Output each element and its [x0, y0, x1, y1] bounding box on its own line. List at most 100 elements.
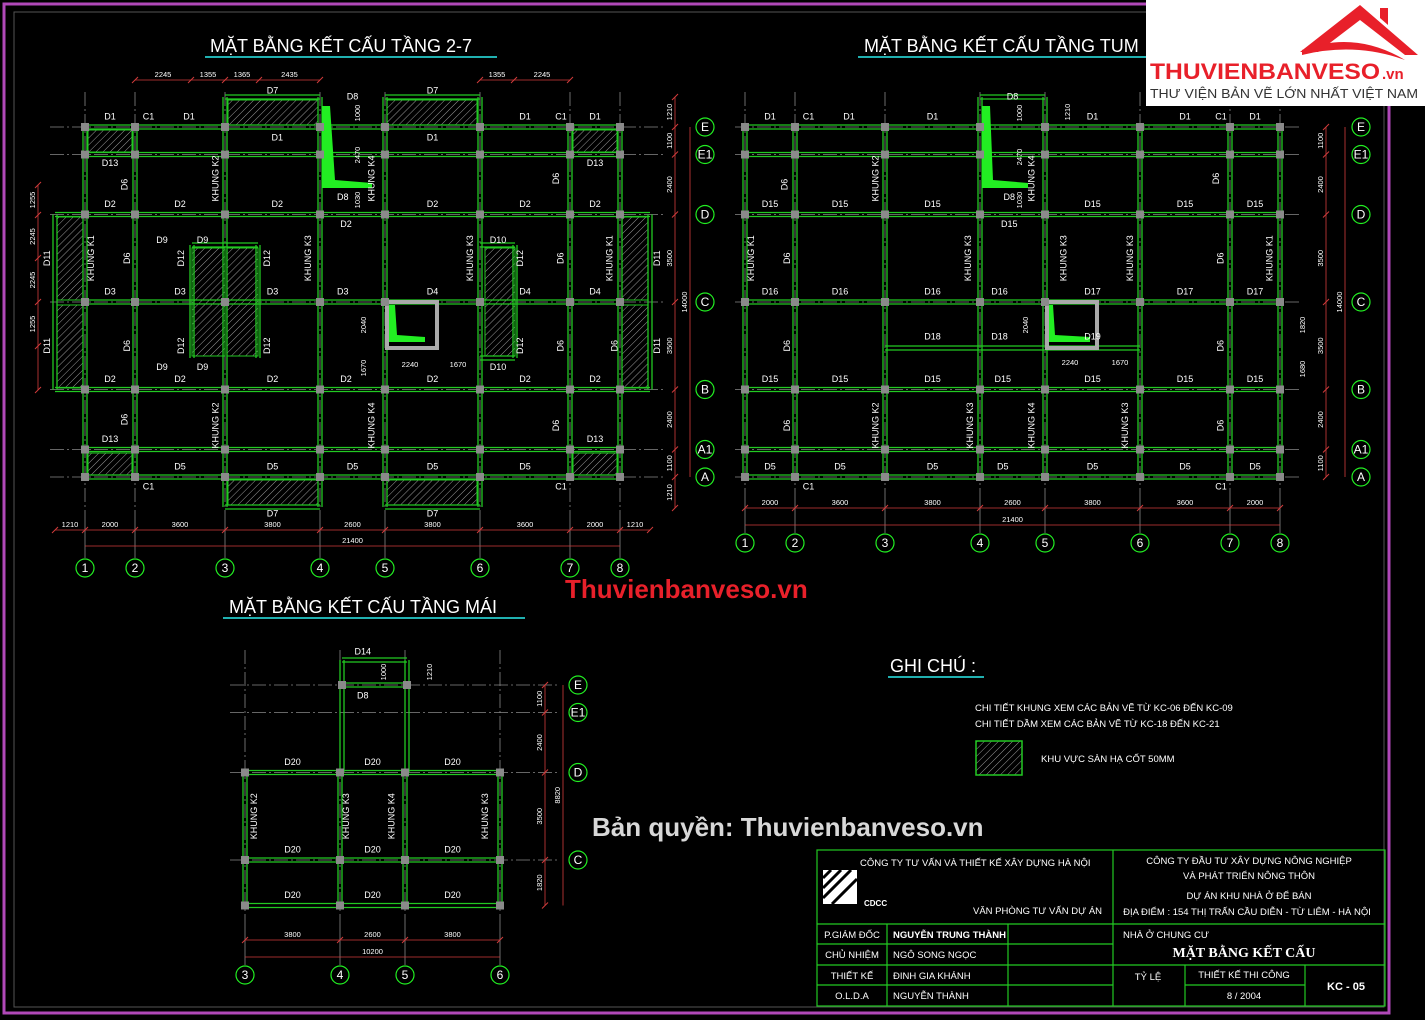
column	[881, 385, 889, 394]
column	[741, 210, 749, 219]
inner-dimension: 1030	[1015, 192, 1024, 209]
beam-label: C1	[143, 481, 155, 491]
beam-label: D13	[102, 158, 119, 168]
column	[381, 445, 389, 454]
axis-bubble	[970, 533, 990, 553]
beam-label: D15	[762, 199, 779, 209]
beam-label: D15	[1084, 374, 1101, 384]
dimension-tick	[131, 526, 139, 534]
dimension-text: 2400	[665, 411, 674, 428]
column	[1226, 473, 1234, 481]
dimension-text: 3600	[172, 520, 189, 529]
beam-label: D20	[364, 757, 381, 767]
dimension-text: 2000	[762, 498, 779, 507]
column	[221, 445, 229, 454]
axis-bubble	[695, 439, 715, 460]
house-roof-icon	[1300, 5, 1418, 55]
beam-label: D4	[589, 286, 601, 296]
frame-label: KHUNG K1	[1264, 235, 1274, 281]
axis-bubble	[695, 204, 715, 225]
column	[401, 768, 409, 777]
drawing-title: MẶT BẰNG KẾT CẤU	[1172, 944, 1315, 961]
design-phase: THIẾT KẾ THI CÔNG	[1198, 970, 1290, 981]
lowered-slab-hatch	[572, 129, 618, 153]
dimension-tick	[1322, 446, 1330, 453]
dimension-text: 2245	[534, 70, 551, 79]
beam-label: D1	[1087, 111, 1099, 121]
column	[241, 901, 249, 910]
column	[381, 298, 389, 306]
column	[221, 298, 229, 306]
axis-bubble	[610, 558, 630, 578]
beam-label: D10	[490, 362, 507, 372]
scale-label: TỶ LỆ	[1135, 971, 1161, 983]
beam-label: D1	[519, 111, 531, 121]
beam-label: D4	[427, 286, 439, 296]
column	[791, 123, 799, 131]
beam-label: D9	[156, 235, 168, 245]
lowered-slab-hatch	[191, 247, 226, 357]
column	[81, 473, 89, 481]
dimension-text: 3500	[1316, 337, 1325, 354]
dimension-tick	[881, 504, 889, 512]
frame-label: KHUNG K2	[249, 793, 259, 839]
frame-label: D6	[782, 340, 792, 352]
beam-label: D3	[174, 286, 186, 296]
dimension-tick	[671, 504, 679, 512]
role-2: CHỦ NHIỆM	[825, 949, 879, 961]
dimension-text: 3800	[424, 520, 441, 529]
dimension-tick	[221, 526, 229, 534]
dimension-total: 14000	[680, 292, 689, 313]
stair-shaft-icon	[322, 106, 372, 188]
sheet-number: KC - 05	[1327, 981, 1365, 993]
name-2: NGÔ SONG NGỌC	[893, 950, 977, 961]
notes-section: GHI CHÚ : CHI TIẾT KHUNG XEM CÁC BẢN VẼ …	[888, 655, 1233, 776]
project-location: ĐỊA ĐIỂM : 154 THỊ TRẤN CẦU DIỄN - TỪ LI…	[1123, 906, 1371, 918]
frame-label: KHUNG K2	[870, 402, 880, 448]
lowered-slab-hatch	[572, 452, 618, 476]
beam-label: D9	[197, 362, 209, 372]
dimension-tick	[51, 526, 59, 534]
column	[131, 473, 139, 481]
beam-label: D5	[1087, 461, 1099, 471]
column	[131, 445, 139, 454]
column	[1226, 150, 1234, 159]
column	[1041, 210, 1049, 219]
frame-label: KHUNG K1	[86, 235, 96, 281]
role-4: O.L.D.A	[835, 991, 869, 1002]
axis-label: C	[701, 295, 710, 309]
beam-label: D3	[104, 286, 116, 296]
column	[338, 681, 346, 689]
drawing-date: 8 / 2004	[1227, 991, 1261, 1002]
axis-bubble	[1220, 533, 1240, 553]
dimension-text: 2000	[102, 520, 119, 529]
dimension-text: 3600	[517, 520, 534, 529]
axis-bubble	[695, 467, 715, 487]
column	[476, 150, 484, 159]
cdcc-logo-icon: CDCC	[821, 868, 887, 908]
beam-label: D15	[1001, 219, 1018, 229]
axis-label: D	[574, 766, 583, 780]
axis-label: 7	[1227, 536, 1234, 550]
frame-label: D6	[555, 252, 565, 264]
column	[616, 123, 624, 131]
axis-label: E	[701, 120, 709, 134]
beam-label: D2	[174, 374, 186, 384]
axis-label: D	[701, 208, 710, 222]
column	[496, 901, 504, 910]
beam-label: D2	[271, 199, 283, 209]
dimension-tick	[476, 526, 484, 534]
column	[241, 856, 249, 864]
column	[336, 901, 344, 910]
note-line-2: CHI TIẾT DẦM XEM CÁC BẢN VẼ TỪ KC-18 ĐẾN…	[975, 718, 1220, 730]
dimension-text: 1100	[1316, 133, 1325, 149]
beam-label: D7	[267, 85, 279, 95]
column	[131, 210, 139, 219]
frame-label: KHUNG K3	[1058, 235, 1068, 281]
column	[1276, 473, 1284, 481]
column	[81, 210, 89, 219]
plan1-title: MẶT BẰNG KẾT CẤU TẦNG 2-7	[210, 35, 472, 56]
lowered-slab-hatch	[484, 247, 516, 357]
column	[403, 681, 411, 689]
